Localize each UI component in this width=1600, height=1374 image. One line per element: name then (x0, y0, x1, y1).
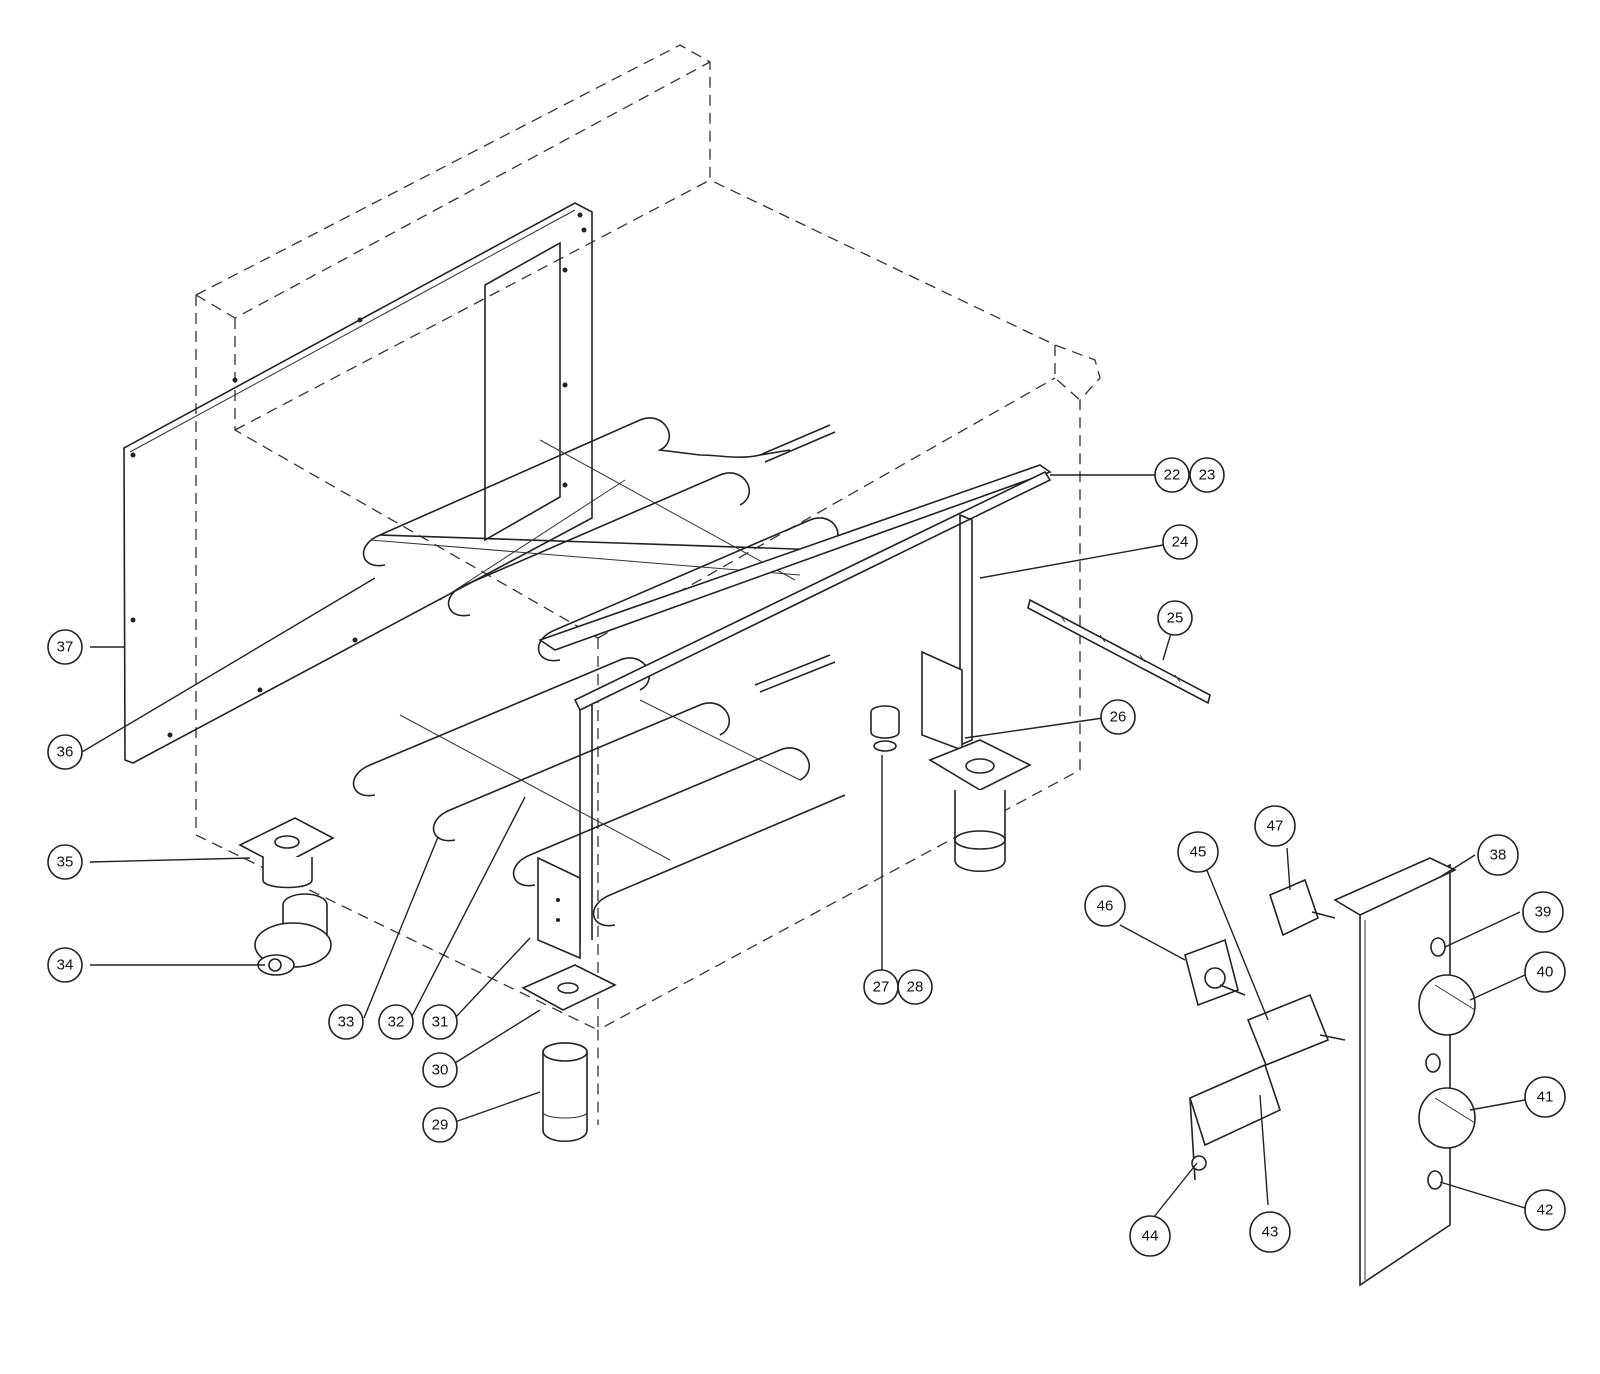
callout-label: 25 (1167, 610, 1184, 627)
callout-label: 32 (388, 1014, 405, 1031)
callout-label: 41 (1537, 1089, 1554, 1106)
callout-44: 44 (1129, 1215, 1171, 1257)
upper-heating-element-part (362, 417, 839, 662)
callout-22: 22 (1154, 457, 1190, 493)
callout-47: 47 (1254, 805, 1296, 847)
lower-heating-element-part (352, 654, 846, 927)
callout-label: 22 (1164, 467, 1181, 484)
callout-27: 27 (863, 969, 899, 1005)
callout-label: 33 (338, 1014, 355, 1031)
control-panel-part (1333, 857, 1457, 1287)
rocker-switch-part (1269, 878, 1336, 937)
callout-label: 26 (1110, 709, 1127, 726)
foot-plate-part (521, 964, 617, 1011)
callout-label: 35 (57, 854, 74, 871)
callout-29: 29 (422, 1107, 458, 1143)
adjustable-foot-part (542, 1042, 588, 1142)
callout-33: 33 (328, 1004, 364, 1040)
callout-label: 24 (1172, 534, 1189, 551)
callout-41: 41 (1524, 1076, 1566, 1118)
side-rail-part (1027, 598, 1211, 705)
callout-label: 34 (57, 957, 74, 974)
castor-plate-part (238, 817, 335, 889)
callout-31: 31 (422, 1004, 458, 1040)
callout-30: 30 (422, 1052, 458, 1088)
leg-bracket-part (537, 856, 581, 960)
callout-label: 40 (1537, 964, 1554, 981)
callout-38: 38 (1477, 834, 1519, 876)
leader-lines (81, 474, 1526, 1223)
foot-bracket-part (921, 650, 1032, 872)
control-knob-parts (1418, 974, 1476, 1149)
callout-label: 30 (432, 1062, 449, 1079)
callout-label: 23 (1199, 467, 1216, 484)
callout-label: 46 (1097, 898, 1114, 915)
callout-35: 35 (47, 844, 83, 880)
callout-42: 42 (1524, 1189, 1566, 1231)
selector-switch-part (1246, 993, 1346, 1067)
support-rail-part (538, 464, 1052, 945)
callout-34: 34 (47, 947, 83, 983)
callout-label: 38 (1490, 847, 1507, 864)
callout-label: 36 (57, 744, 74, 761)
callout-39: 39 (1522, 891, 1564, 933)
callout-36: 36 (47, 734, 83, 770)
callout-40: 40 (1524, 951, 1566, 993)
cable-gland-part (870, 705, 900, 752)
indicator-lamp-parts (1425, 937, 1446, 1190)
terminal-block-part (1189, 1063, 1281, 1181)
callout-label: 45 (1190, 844, 1207, 861)
callout-23: 23 (1189, 457, 1225, 493)
callout-46: 46 (1084, 885, 1126, 927)
callout-32: 32 (378, 1004, 414, 1040)
callout-24: 24 (1162, 524, 1198, 560)
back-panel-part (123, 202, 593, 764)
callout-label: 37 (57, 639, 74, 656)
callout-label: 47 (1267, 818, 1284, 835)
cabinet-phantom-outline (195, 44, 1101, 1125)
callout-43: 43 (1249, 1211, 1291, 1253)
castor-wheel-part (254, 893, 332, 976)
callout-label: 29 (432, 1117, 449, 1134)
callout-label: 31 (432, 1014, 449, 1031)
callout-28: 28 (897, 969, 933, 1005)
callout-45: 45 (1177, 831, 1219, 873)
callout-label: 44 (1142, 1228, 1159, 1245)
callout-25: 25 (1157, 600, 1193, 636)
callout-26: 26 (1100, 699, 1136, 735)
callout-label: 28 (907, 979, 924, 996)
callout-label: 39 (1535, 904, 1552, 921)
callout-label: 27 (873, 979, 890, 996)
callout-label: 42 (1537, 1202, 1554, 1219)
callout-37: 37 (47, 629, 83, 665)
thermostat-part (1184, 938, 1246, 1007)
callout-label: 43 (1262, 1224, 1279, 1241)
